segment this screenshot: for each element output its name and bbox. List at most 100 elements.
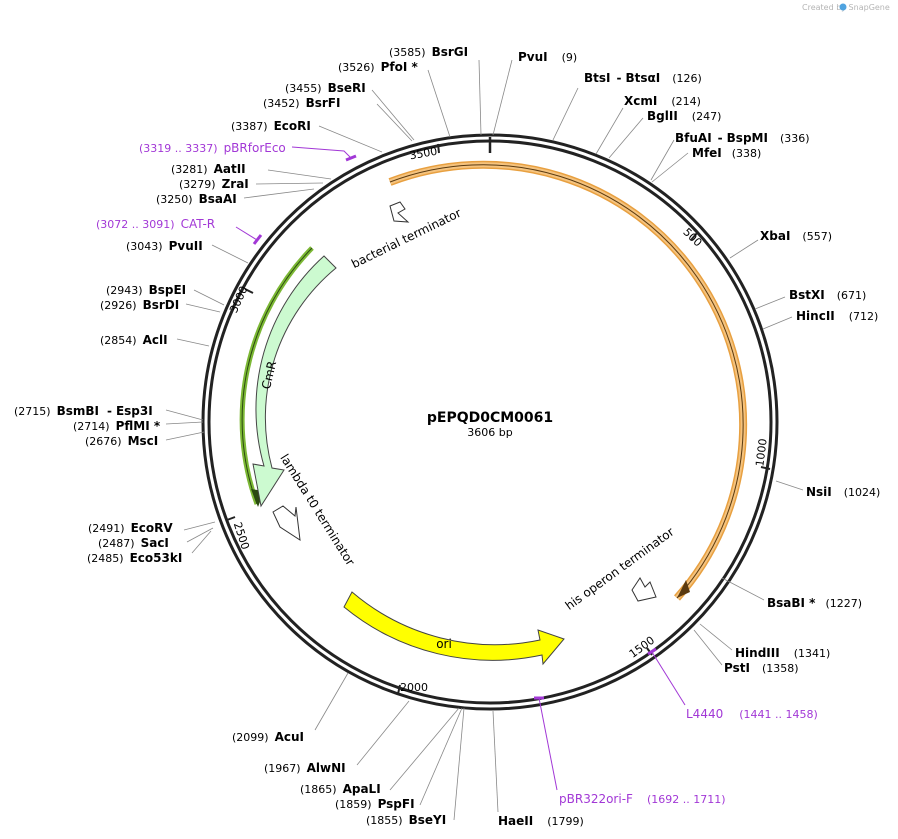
enzyme-haeii[interactable]: HaeII(1799) [498, 814, 584, 828]
enzyme-bsaai[interactable]: (3250)BsaAI [156, 192, 237, 206]
enzyme-acli[interactable]: (2854)AclI [100, 333, 168, 347]
enzyme-saci[interactable]: (2487)SacI [98, 536, 169, 550]
enzyme-bseyi[interactable]: (1855)BseYI [366, 813, 446, 827]
enzyme-ecorv[interactable]: (2491)EcoRV [88, 521, 173, 535]
alwni-leader [356, 700, 410, 766]
ecorv-leader [183, 521, 216, 531]
enzyme-pflmi[interactable]: (2714)PflMI * [73, 419, 161, 433]
pspfi-leader [419, 707, 463, 806]
lambda-terminator-label: lambda t0 terminator [277, 452, 357, 569]
pvuii-leader [211, 244, 249, 264]
bsaai-leader [243, 188, 315, 199]
msci-leader [165, 431, 205, 441]
xbai-leader [729, 239, 759, 259]
tick-3000: 3000 [227, 284, 250, 315]
hincii-leader [762, 316, 793, 330]
enzyme-msci[interactable]: (2676)MscI [85, 434, 158, 448]
enzyme-mfei[interactable]: MfeI(338) [692, 146, 761, 160]
enzyme-bfuai[interactable]: BfuAI-BspMI(336) [675, 131, 810, 145]
snapgene-credit: Created by SnapGene [802, 3, 890, 12]
enzyme-bsrfi[interactable]: (3452)BsrFI [263, 96, 340, 110]
l4440-mark [647, 647, 657, 656]
acli-leader [176, 338, 210, 347]
tick-500-mark [690, 232, 698, 241]
primer-marks [235, 146, 686, 791]
enzyme-bspei[interactable]: (2943)BspEI [106, 283, 186, 297]
bsmbi-leader [165, 409, 204, 421]
enzyme-pfoi[interactable]: (3526)PfoI * [338, 60, 418, 74]
primer-pbr322orif[interactable]: pBR322ori-F(1692 .. 1711) [559, 792, 726, 806]
plasmid-length: 3606 bp [467, 426, 512, 439]
enzyme-xbai[interactable]: XbaI(557) [760, 229, 832, 243]
snapgene-logo-icon [839, 3, 847, 11]
enzyme-acui[interactable]: (2099)AcuI [232, 730, 304, 744]
tick-3500-mark [437, 143, 440, 154]
psti-leader [693, 629, 723, 666]
enzyme-bsmbi[interactable]: (2715)BsmBI-Esp3I [14, 404, 153, 418]
bspei-leader [193, 289, 225, 306]
enzyme-leaders [165, 59, 804, 821]
bacterial-terminator-arrow [389, 201, 410, 223]
tick-1000-mark [760, 466, 771, 470]
his-terminator-track-line [389, 164, 744, 599]
enzyme-alwni[interactable]: (1967)AlwNI [264, 761, 346, 775]
enzyme-xcmi[interactable]: XcmI(214) [624, 94, 701, 108]
bfuai-leader [650, 139, 675, 181]
primer-catr[interactable]: (3072 .. 3091)CAT-R [96, 217, 215, 231]
bglii-leader [608, 117, 644, 159]
enzyme-ecori[interactable]: (3387)EcoRI [231, 119, 311, 133]
enzyme-pvui[interactable]: PvuI(9) [518, 50, 577, 64]
btsi-leader [552, 87, 579, 141]
eco53ki-leader [191, 530, 212, 554]
ecori-leader [318, 125, 383, 153]
nsii-leader [775, 480, 804, 491]
primer-l4440[interactable]: L4440(1441 .. 1458) [686, 707, 818, 721]
plasmid-name: pEPQD0CM0061 [427, 410, 553, 426]
his-terminator-arrow [631, 577, 657, 602]
enzyme-btsi[interactable]: BtsI-BtsαI(126) [584, 71, 702, 85]
enzyme-bsrgi[interactable]: (3585)BsrGI [389, 45, 468, 59]
haeii-leader [492, 710, 499, 813]
enzyme-aatii[interactable]: (3281)AatII [171, 162, 246, 176]
pbr322-leader [538, 697, 558, 791]
his-terminator-arrowhead [677, 580, 690, 598]
pvui-leader [492, 59, 513, 136]
enzyme-bsabi[interactable]: BsaBI *(1227) [767, 596, 862, 610]
bsrdi-leader [185, 303, 221, 313]
enzyme-pspfi[interactable]: (1859)PspFI [335, 797, 415, 811]
catr-leader [235, 226, 258, 241]
enzyme-bsrdi[interactable]: (2926)BsrDI [100, 298, 179, 312]
enzyme-apali[interactable]: (1865)ApaLI [300, 782, 381, 796]
enzyme-eco53ki[interactable]: (2485)Eco53kI [87, 551, 182, 565]
his-terminator-label: his operon terminator [563, 525, 677, 613]
enzyme-pvuii[interactable]: (3043)PvuII [126, 239, 203, 253]
saci-leader [186, 527, 214, 543]
ori-label: ori [436, 637, 452, 651]
enzyme-psti[interactable]: PstI(1358) [724, 661, 799, 675]
catr-mark [252, 234, 263, 245]
xcmi-leader [595, 107, 624, 155]
enzyme-bglii[interactable]: BglII(247) [647, 109, 721, 123]
tick-2000-mark [397, 684, 401, 695]
cmr-arrow [252, 255, 337, 508]
apali-leader [389, 707, 460, 791]
enzyme-hincii[interactable]: HincII(712) [796, 309, 878, 323]
enzyme-zrai[interactable]: (3279)ZraI [179, 177, 249, 191]
bstxi-leader [754, 296, 786, 310]
enzyme-hindiii[interactable]: HindIII(1341) [735, 646, 830, 660]
bsabi-leader [721, 577, 765, 601]
cmr-track-line [241, 247, 313, 505]
enzyme-bseri[interactable]: (3455)BseRI [285, 81, 366, 95]
aatii-leader [267, 169, 332, 180]
zrai-leader [255, 182, 324, 185]
ruler [226, 137, 771, 695]
ori-arrow [343, 591, 565, 666]
acui-leader [314, 672, 349, 731]
enzyme-bstxi[interactable]: BstXI(671) [789, 288, 866, 302]
bseri-leader [371, 89, 415, 141]
primer-pbrforeco[interactable]: (3319 .. 3337)pBRforEco [139, 141, 286, 155]
tick-2000: 2000 [400, 681, 428, 694]
hindiii-leader [699, 623, 733, 651]
bsrfi-leader [376, 103, 413, 142]
enzyme-nsii[interactable]: NsiI(1024) [806, 485, 880, 499]
